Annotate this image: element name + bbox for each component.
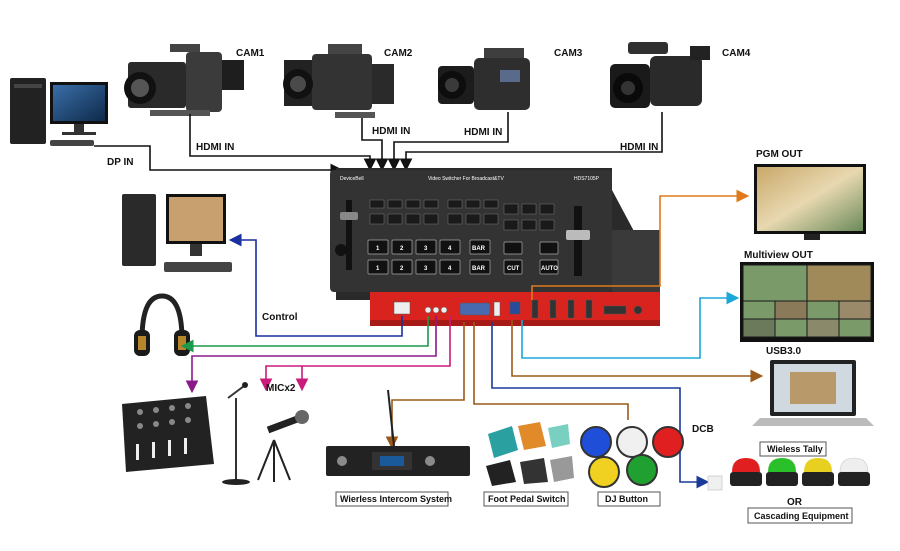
- device-brand: DeviceBell: [340, 176, 364, 182]
- or-label: OR: [787, 497, 803, 508]
- camera-4-icon: [610, 42, 710, 108]
- camera-1-icon: [124, 44, 244, 116]
- key-cut: CUT: [507, 266, 520, 272]
- device-model: HDS7105P: [574, 176, 600, 182]
- pgm-out-label: PGM OUT: [756, 149, 803, 160]
- dcb-label: DCB: [692, 424, 714, 435]
- mic-x2-label: MICx2: [266, 383, 296, 394]
- wireless-intercom-icon: [326, 389, 470, 476]
- usb30-label: USB3.0: [766, 346, 801, 357]
- hdmi-in-cam4-label: HDMI IN: [620, 142, 658, 153]
- wireless-tally-label: Wieless Tally: [767, 444, 823, 454]
- key-auto: AUTO: [541, 266, 558, 272]
- foot-pedal-icon: [486, 422, 574, 486]
- key-pgm-bar: BAR: [472, 246, 486, 252]
- tally-light-white-icon: [838, 457, 870, 486]
- dp-in-label: DP IN: [107, 157, 134, 168]
- audio-mixer-icon: [122, 396, 214, 472]
- input-cables: [94, 112, 663, 177]
- foot-pedal-box: Foot Pedal Switch: [483, 491, 569, 507]
- multiview-monitor-icon: [740, 262, 874, 342]
- tally-light-red-icon: [730, 458, 762, 486]
- cam2-label: CAM2: [384, 48, 413, 59]
- cascading-equipment-label: Cascading Equipment: [754, 511, 849, 521]
- dj-button-icon: [580, 426, 684, 488]
- key-pvw-2: 2: [400, 266, 404, 272]
- key-pvw-bar: BAR: [472, 266, 486, 272]
- mic-stand-icon: [222, 382, 250, 485]
- wireless-intercom-box: Wierless Intercom System: [335, 491, 452, 507]
- key-pvw-3: 3: [424, 266, 428, 272]
- hdmi-in-cam3-label: HDMI IN: [464, 127, 502, 138]
- video-switcher-device: DeviceBell Video Switcher For Broadcast&…: [330, 168, 660, 326]
- cam1-label: CAM1: [236, 48, 265, 59]
- device-title: Video Switcher For Broadcast&TV: [428, 176, 504, 182]
- camera-3-icon: [438, 48, 530, 110]
- key-pgm-2: 2: [400, 246, 404, 252]
- laptop-icon: [752, 360, 874, 426]
- cascading-equipment-box: Cascading Equipment: [747, 507, 853, 524]
- cam3-label: CAM3: [554, 48, 583, 59]
- key-pvw-4: 4: [448, 266, 452, 272]
- wireless-tally-box: Wieless Tally: [759, 441, 827, 457]
- dcb-receiver-icon: [707, 475, 723, 491]
- tally-light-yellow-icon: [802, 458, 834, 486]
- key-pgm-1: 1: [376, 246, 380, 252]
- camera-2-icon: [283, 44, 394, 118]
- wireless-intercom-label: Wierless Intercom System: [340, 494, 452, 504]
- key-pvw-1: 1: [376, 266, 380, 272]
- cam4-label: CAM4: [722, 48, 751, 59]
- dj-button-box: DJ Button: [597, 491, 661, 507]
- hdmi-in-cam2-label: HDMI IN: [372, 126, 410, 137]
- foot-pedal-label: Foot Pedal Switch: [488, 494, 566, 504]
- headphones-icon: [134, 293, 190, 356]
- multiview-out-label: Multiview OUT: [744, 250, 813, 261]
- tally-light-green-icon: [766, 458, 798, 486]
- control-label: Control: [262, 312, 298, 323]
- key-pgm-3: 3: [424, 246, 428, 252]
- microphone-icon: [257, 410, 309, 482]
- hdmi-in-cam1-label: HDMI IN: [196, 142, 234, 153]
- desktop-pc-icon: [10, 78, 108, 146]
- control-pc-icon: [122, 194, 232, 272]
- pgm-monitor-icon: [754, 164, 866, 240]
- key-pgm-4: 4: [448, 246, 452, 252]
- dj-button-label: DJ Button: [605, 494, 648, 504]
